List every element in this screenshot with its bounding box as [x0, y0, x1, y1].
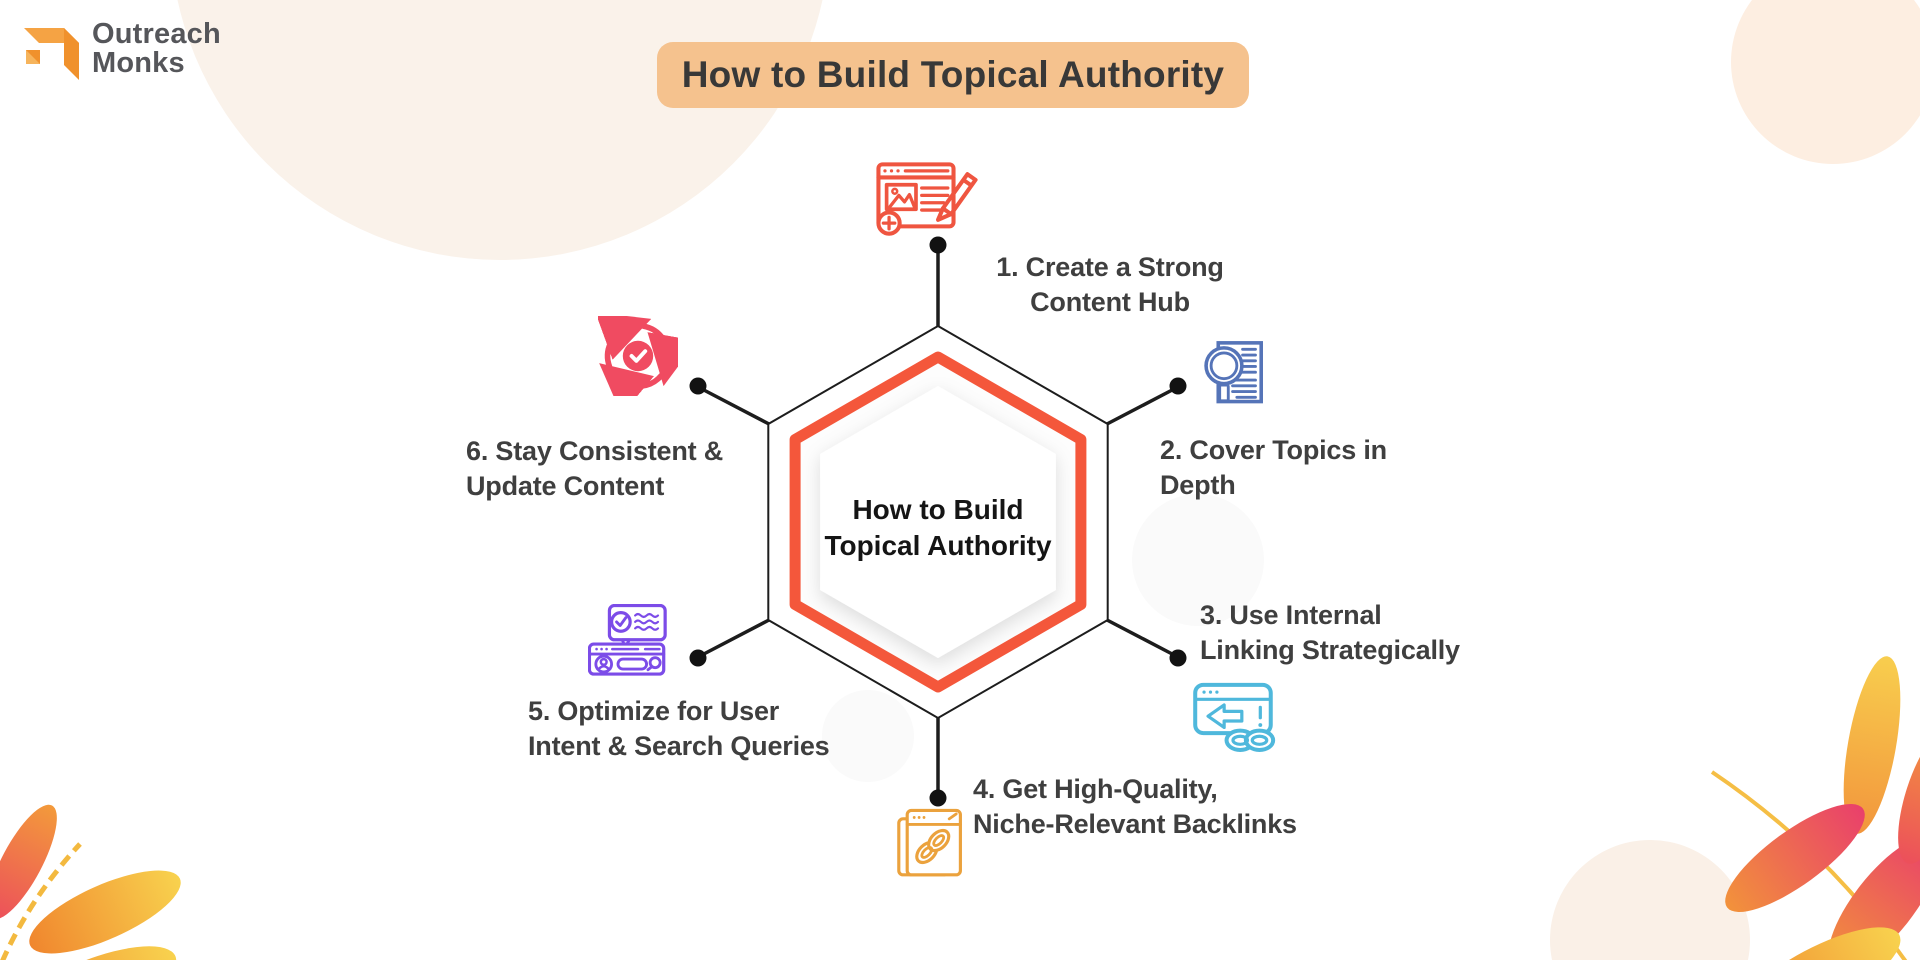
step-5-label: 5. Optimize for User Intent & Search Que…	[528, 696, 830, 761]
hexagon-center-label: How to Build Topical Authority	[824, 494, 1052, 561]
brand-name: Outreach Monks	[92, 16, 221, 78]
step-2-icon-box	[1198, 340, 1270, 408]
step-5-icon-box	[588, 604, 668, 677]
backlinks-icon	[897, 808, 962, 877]
step-6-label: 6. Stay Consistent & Update Content	[466, 436, 724, 501]
step-1-icon-box	[876, 156, 978, 238]
leaf-decoration-right	[1710, 656, 1920, 960]
top-right-circle	[1731, 0, 1920, 164]
bottom-right-circle	[1550, 840, 1750, 960]
refresh-check-icon	[598, 316, 678, 396]
brand-logo: Outreach Monks	[14, 16, 221, 84]
step-4-label: 4. Get High-Quality, Niche-Relevant Back…	[973, 774, 1297, 839]
topic-research-icon	[1204, 341, 1263, 404]
step-3-label: 3. Use Internal Linking Strategically	[1200, 600, 1460, 665]
leaf-decoration-left	[0, 804, 181, 960]
step-2-label: 2. Cover Topics in Depth	[1160, 435, 1387, 500]
internal-linking-icon	[1193, 682, 1276, 752]
content-hub-icon	[876, 162, 978, 236]
brand-name-line2: Monks	[92, 47, 185, 79]
page-title: How to Build Topical Authority	[681, 54, 1225, 95]
step-1-label: 1. Create a Strong Content Hub	[996, 252, 1224, 317]
outreach-monks-logo-icon	[24, 28, 79, 80]
step-6-icon-box	[598, 316, 678, 396]
brand-name-line1: Outreach	[92, 18, 221, 50]
search-intent-icon	[588, 604, 667, 676]
step-3-icon-box	[1192, 680, 1282, 754]
step-4-icon-box	[896, 806, 966, 880]
top-left-blob	[177, 0, 823, 260]
title-banner: How to Build Topical Authority	[657, 42, 1249, 108]
